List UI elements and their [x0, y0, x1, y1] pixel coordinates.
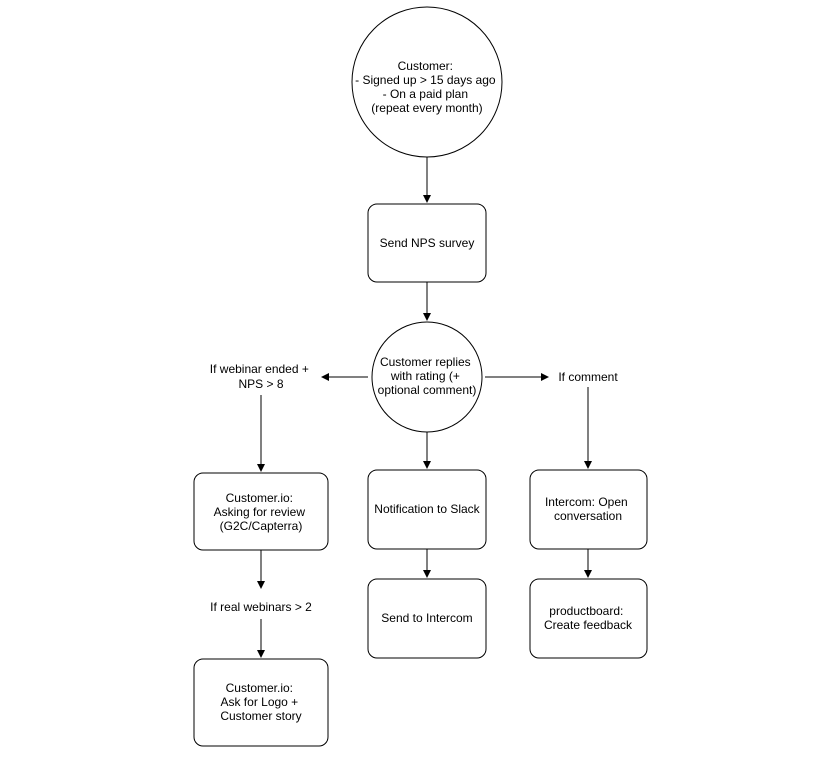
send-intercom-box [367, 578, 487, 659]
comment-condition-text: If comment [558, 370, 618, 384]
node-notification-to-slack: Notification to Slack [367, 469, 487, 550]
slack-box [367, 469, 487, 550]
node-customer-replies: Customer replies with rating (+ optional… [371, 321, 483, 433]
review-text: Customer.io: Asking for review (G2C/Capt… [214, 491, 309, 533]
condition-real-webinars: If real webinars > 2 [210, 600, 312, 614]
review-box [193, 472, 329, 551]
replies-circle [371, 321, 483, 433]
node-intercom-open-conversation: Intercom: Open conversation [529, 469, 648, 550]
edges [257, 157, 592, 658]
node-customer: Customer: - Signed up > 15 days ago - On… [351, 6, 503, 158]
webinar-condition-text: If webinar ended + NPS > 8 [210, 362, 312, 391]
logo-story-text: Customer.io: Ask for Logo + Customer sto… [220, 681, 301, 723]
intercom-open-box [529, 469, 648, 550]
condition-if-comment: If comment [558, 370, 618, 384]
intercom-open-text: Intercom: Open conversation [545, 495, 631, 523]
replies-text: Customer replies with rating (+ optional… [378, 355, 477, 397]
customer-circle [351, 6, 503, 158]
productboard-text: productboard: Create feedback [544, 604, 633, 632]
node-asking-for-review: Customer.io: Asking for review (G2C/Capt… [193, 472, 329, 551]
productboard-box [529, 578, 648, 659]
condition-webinar-ended: If webinar ended + NPS > 8 [210, 362, 312, 391]
node-send-to-intercom: Send to Intercom [367, 578, 487, 659]
logo-story-box [193, 658, 329, 747]
real-webinars-condition-text: If real webinars > 2 [210, 600, 312, 614]
node-productboard-create-feedback: productboard: Create feedback [529, 578, 648, 659]
send-nps-text: Send NPS survey [380, 236, 475, 250]
slack-text: Notification to Slack [374, 502, 480, 516]
node-send-nps: Send NPS survey [367, 203, 487, 283]
send-intercom-text: Send to Intercom [381, 611, 472, 625]
customer-text: Customer: - Signed up > 15 days ago - On… [355, 59, 499, 115]
node-ask-for-logo-customer-story: Customer.io: Ask for Logo + Customer sto… [193, 658, 329, 747]
send-nps-box [367, 203, 487, 283]
